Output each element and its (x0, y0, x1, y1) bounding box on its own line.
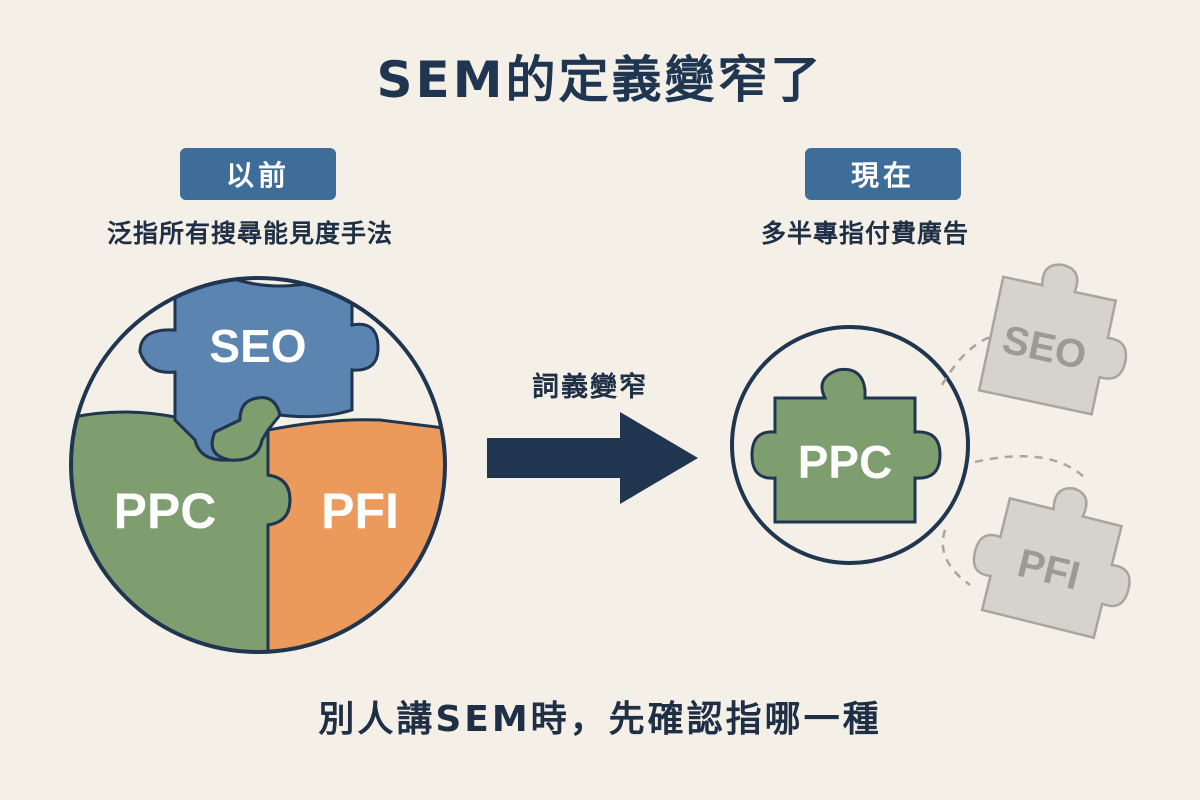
after-subtitle: 多半專指付費廣告 (760, 219, 969, 248)
footer-text: 別人講SEM時，先確認指哪一種 (318, 699, 882, 740)
page-title: SEM的定義變窄了 (376, 51, 824, 109)
before-ppc-knob (210, 396, 282, 462)
after-seo-faded-piece: SEO (977, 263, 1128, 416)
before-ppc-label: PPC (114, 483, 217, 539)
after-ppc-piece (750, 367, 942, 524)
after-pfi-faded-piece: PFI (972, 487, 1131, 640)
after-ppc-label: PPC (798, 436, 893, 488)
before-pfi-label: PFI (321, 483, 399, 539)
pfi-dashed-connector-upper (974, 454, 1086, 479)
before-seo-label: SEO (209, 320, 306, 372)
pfi-dashed-connector-lower (941, 529, 971, 587)
before-badge: 以前 (180, 148, 336, 200)
arrow-label: 詞義變窄 (532, 372, 648, 403)
after-badge: 現在 (805, 148, 961, 200)
before-subtitle: 泛指所有搜尋能見度手法 (106, 219, 393, 248)
before-circle (69, 276, 447, 654)
after-circle (730, 325, 970, 565)
narrowing-arrow (487, 412, 698, 504)
